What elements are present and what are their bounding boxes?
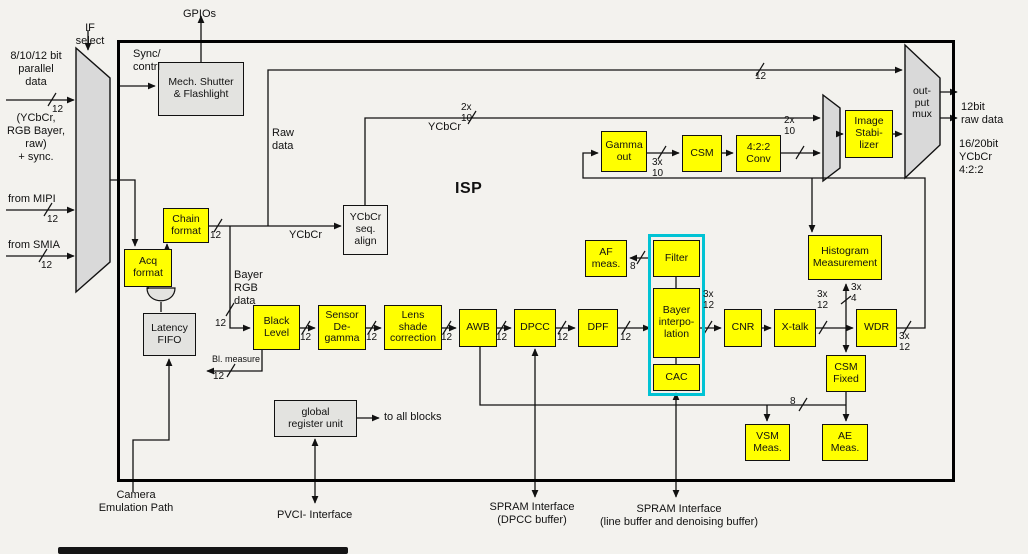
bus-width-label: 8 bbox=[630, 261, 636, 272]
bus-width-label: 3x 12 bbox=[703, 289, 715, 311]
label-gpios: GPIOs bbox=[183, 8, 217, 20]
label-from-mipi: from MIPI bbox=[8, 193, 56, 205]
bus-width-label: 3x 10 bbox=[652, 157, 664, 179]
bus-width-label: 12 bbox=[213, 371, 225, 382]
block-vsm-meas: VSM Meas. bbox=[745, 424, 790, 461]
output-mux bbox=[904, 43, 941, 180]
bus-width-label: 12 bbox=[557, 332, 569, 343]
block-xtalk: X-talk bbox=[774, 309, 816, 347]
block-awb: AWB bbox=[459, 309, 497, 347]
bus-width-label: 3x 12 bbox=[899, 331, 911, 353]
label-spram-dpcc: SPRAM Interface (DPCC buffer) bbox=[489, 501, 575, 526]
block-cnr: CNR bbox=[724, 309, 762, 347]
bus-width-label: 3x 12 bbox=[817, 289, 829, 311]
block-422-conv: 4:2:2 Conv bbox=[736, 135, 781, 172]
bus-width-label: 8 bbox=[790, 396, 796, 407]
block-latency-fifo: Latency FIFO bbox=[143, 313, 196, 356]
block-mech-shutter: Mech. Shutter & Flashlight bbox=[158, 62, 244, 116]
input-mux bbox=[75, 46, 111, 294]
stabilizer-input-mux bbox=[822, 93, 841, 183]
label-ycbcr-output: 16/20bit YCbCr 4:2:2 bbox=[959, 138, 999, 176]
bus-width-label: 12 bbox=[755, 71, 767, 82]
label-bl-measure: Bl. measure bbox=[212, 354, 261, 364]
block-lens-shade-correction: Lens shade correction bbox=[384, 305, 442, 350]
label-bayer-rgb-data: Bayer RGB data bbox=[234, 269, 263, 307]
block-csm: CSM bbox=[682, 135, 722, 172]
bus-width-label: 12 bbox=[620, 332, 632, 343]
bus-slashes bbox=[38, 62, 912, 412]
label-isp-title: ISP bbox=[455, 180, 483, 197]
label-ycbcr-mid-line: YCbCr bbox=[289, 229, 323, 241]
label-raw-data: Raw data bbox=[272, 127, 295, 152]
label-sync-contrl: Sync/ contrl bbox=[133, 48, 161, 73]
block-sensor-degamma: Sensor De- gamma bbox=[318, 305, 366, 350]
block-image-stabilizer: Image Stabi- lizer bbox=[845, 110, 893, 158]
block-af-meas: AF meas. bbox=[585, 240, 627, 277]
block-global-register-unit: global register unit bbox=[274, 400, 357, 437]
block-cac: CAC bbox=[653, 364, 700, 391]
label-pvci-interface: PVCI- Interface bbox=[277, 509, 353, 521]
bus-width-label: 12 bbox=[441, 332, 453, 343]
label-from-smia: from SMIA bbox=[8, 239, 60, 251]
block-filter: Filter bbox=[653, 240, 700, 277]
block-dpcc: DPCC bbox=[514, 309, 556, 347]
label-to-all-blocks: to all blocks bbox=[384, 411, 442, 423]
label-raw-output: 12bit raw data bbox=[961, 101, 1004, 126]
bus-width-label: 3x 4 bbox=[851, 282, 862, 304]
bus-width-label: 12 bbox=[366, 332, 378, 343]
label-camera-emulation-path: Camera Emulation Path bbox=[98, 489, 174, 514]
mux-shapes bbox=[75, 43, 941, 302]
bus-width-label: 12 bbox=[496, 332, 508, 343]
block-chain-format: Chain format bbox=[163, 208, 209, 243]
bus-width-label: 12 bbox=[41, 260, 53, 271]
bus-width-label: 12 bbox=[47, 214, 59, 225]
bus-width-label: 12 bbox=[300, 332, 312, 343]
bus-width-label: 2x 10 bbox=[461, 102, 473, 124]
block-wdr: WDR bbox=[856, 309, 897, 347]
bus-width-label: 12 bbox=[215, 318, 227, 329]
block-dpf: DPF bbox=[578, 309, 618, 347]
block-csm-fixed: CSM Fixed bbox=[826, 355, 866, 392]
label-parallel-data: 8/10/12 bit parallel data bbox=[10, 50, 62, 88]
acq-funnel-shape bbox=[146, 287, 176, 302]
block-bayer-interpolation: Bayer interpo- lation bbox=[653, 288, 700, 358]
cropped-caption-strip bbox=[58, 547, 348, 554]
block-ycbcr-seq-align: YCbCr seq. align bbox=[343, 205, 388, 255]
label-spram-line-buffer: SPRAM Interface (line buffer and denoisi… bbox=[600, 503, 758, 528]
label-if-select: IF select bbox=[75, 22, 105, 47]
bus-width-label: 2x 10 bbox=[784, 115, 796, 137]
label-parallel-data-formats: (YCbCr, RGB Bayer, raw) + sync. bbox=[6, 112, 66, 163]
block-gamma-out: Gamma out bbox=[601, 131, 647, 172]
label-ycbcr-top-line: YCbCr bbox=[428, 121, 462, 133]
block-histogram-measurement: Histogram Measurement bbox=[808, 235, 882, 280]
bus-width-label: 12 bbox=[52, 104, 64, 115]
block-ae-meas: AE Meas. bbox=[822, 424, 868, 461]
bus-width-label: 12 bbox=[210, 230, 222, 241]
output-mux-label: out- put mux bbox=[912, 85, 932, 121]
block-acq-format: Acq format bbox=[124, 249, 172, 287]
block-black-level: Black Level bbox=[253, 305, 300, 350]
